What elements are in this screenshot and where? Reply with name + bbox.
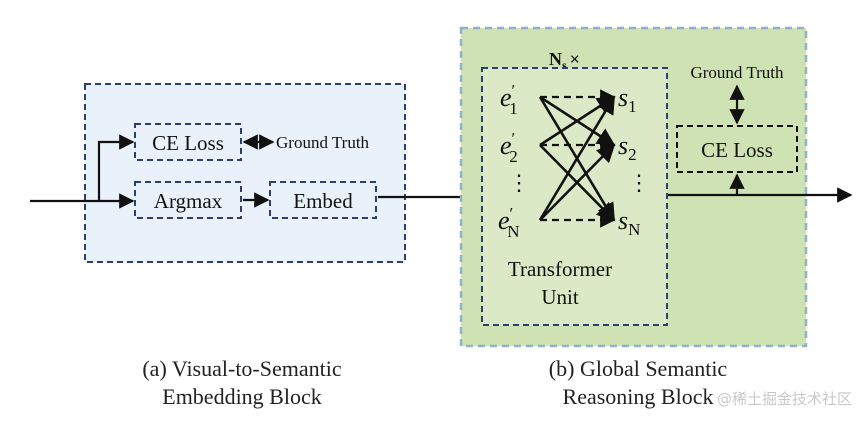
- branch-to-ce-loss-arrow: [97, 134, 135, 201]
- eN-s2-link: [539, 143, 616, 221]
- output-token-s2: s2: [618, 131, 637, 164]
- output-ellipsis: ⋮: [628, 170, 650, 195]
- block-a-embed-box: [269, 181, 377, 219]
- watermark: @稀土掘金技术社区: [717, 390, 852, 408]
- block-a-frame: [84, 83, 406, 263]
- output-token-sN: sN: [618, 206, 640, 239]
- block-a-ce-loss-box: [134, 123, 242, 161]
- block-a-ce-loss-label: CE Loss: [152, 131, 224, 155]
- transformer-unit-label-line2: Unit: [541, 285, 579, 309]
- block-b-caption-line2: Reasoning Block: [563, 384, 714, 409]
- input-token-eN: e′N: [498, 204, 520, 241]
- output-token-s1: s1: [618, 83, 637, 116]
- block-b-caption-line1: (b) Global Semantic: [549, 356, 728, 381]
- eN-s1-link: [538, 95, 616, 221]
- input-token-e1: e′1: [500, 81, 518, 118]
- block-a-caption-line2: Embedding Block: [162, 384, 321, 409]
- transformer-unit-label-line1: Transformer: [508, 257, 612, 281]
- block-a-argmax-box: [134, 181, 242, 219]
- block-b-ce-loss-label: CE Loss: [701, 138, 773, 162]
- transformer-unit-frame: [481, 67, 668, 326]
- repeat-label: Ns×: [549, 49, 580, 72]
- input-token-e2: e′2: [500, 129, 518, 166]
- block-b-ground-truth-label: Ground Truth: [690, 63, 784, 82]
- input-ellipsis: ⋮: [508, 170, 530, 195]
- block-a-argmax-label: Argmax: [154, 189, 223, 213]
- block-a-ground-truth-label: Ground Truth: [276, 133, 370, 152]
- block-b-ce-loss-box: [676, 125, 798, 173]
- block-a-caption-line1: (a) Visual-to-Semantic: [142, 356, 342, 381]
- block-a-embed-label: Embed: [293, 189, 353, 213]
